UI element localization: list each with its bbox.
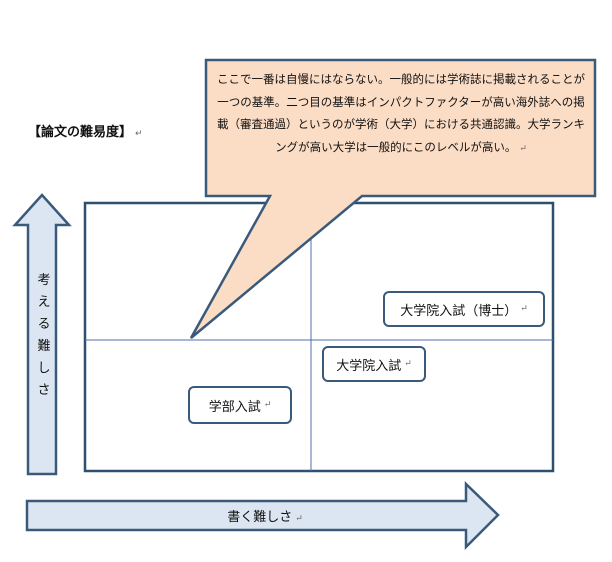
diagram-heading: 【論文の難易度】↵ [28,125,143,140]
horizontal-axis-arrow [25,481,500,551]
callout-text: ここで一番は自慢にはならない。一般的には学術誌に掲載されることが一つの基準。二つ… [217,72,585,154]
box-graduate-doctoral: 大学院入試（博士）↵ [383,291,545,327]
vertical-axis-arrow [12,193,72,476]
box-undergraduate: 学部入試↵ [188,386,292,424]
vertical-axis-label: 考える難しさ [37,273,51,398]
horizontal-axis-label: 書く難しさ↵ [227,510,303,525]
callout-bubble [189,58,597,339]
box-graduate: 大学院入試↵ [322,346,426,382]
quadrant-frame [83,201,555,473]
